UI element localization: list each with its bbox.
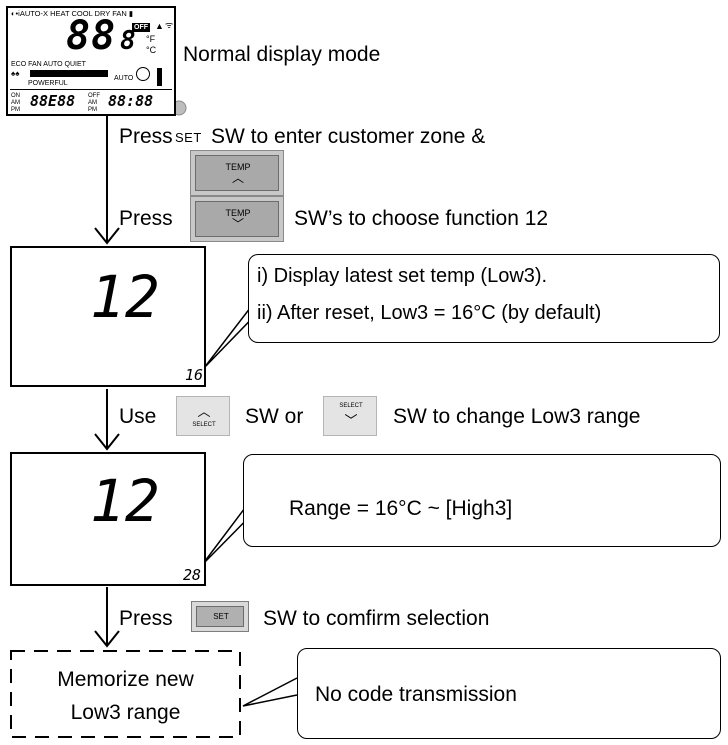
choose-function-text: SW’s to choose function 12 (294, 207, 549, 230)
memorize-line-2: Low3 range (70, 701, 181, 724)
select-down-button[interactable]: SELECT ﹀ (323, 396, 377, 436)
sw-or-label: SW or (245, 405, 304, 428)
note-box-1 (248, 254, 720, 343)
set-button-label: SET (213, 612, 229, 621)
press-label-3: Press (119, 607, 173, 630)
lcd-on-label: ON (11, 93, 20, 99)
lcd-pm-label: PM (11, 107, 20, 113)
current-value-1: 16 (185, 366, 204, 384)
lcd-mode-row: ◐•iAUTO-X HEAT COOL DRY FAN ▮ (11, 10, 133, 18)
note-box-2 (243, 454, 721, 547)
select-up-label: SELECT (192, 422, 216, 428)
lcd-timer-1: 88E88 (30, 92, 76, 110)
function-display-2: 12 28 (10, 452, 206, 586)
lcd-modes: iAUTO-X HEAT COOL DRY FAN (18, 9, 127, 18)
temp-down-button-face (195, 201, 279, 237)
memorize-line-1: Memorize new (57, 668, 194, 691)
normal-display-caption: Normal display mode (183, 43, 381, 66)
flow-arrow-2-head (94, 433, 120, 451)
lcd-signal-icon: ᯤ (165, 20, 174, 30)
change-range-text: SW to change Low3 range (393, 405, 641, 428)
temp-up-button[interactable]: TEMP ︿ (190, 150, 284, 196)
no-code-transmission-note: No code transmission (315, 683, 517, 706)
function-display-1: 12 16 (10, 246, 206, 387)
current-value-2: 28 (183, 566, 202, 584)
lcd-fan-bar (30, 70, 108, 77)
lcd-am-label: AM (11, 100, 20, 106)
function-code-1: 12 (90, 263, 160, 331)
set-button[interactable]: SET (191, 601, 249, 632)
chevron-down-icon: ﹀ (231, 217, 244, 231)
lcd-mode-icon: ◐• (11, 9, 19, 18)
set-inline-label: SET (175, 130, 202, 145)
press-label-2: Press (119, 207, 173, 230)
lcd-person-icon: ▲ (155, 21, 164, 31)
lcd-auto-label: AUTO (114, 75, 134, 82)
temp-down-label: TEMP (225, 208, 251, 218)
lcd-temp-decimal: 8 (120, 26, 136, 56)
set-button-face (196, 606, 244, 627)
select-up-chevron-icon: ︿ (197, 404, 211, 419)
note-1-line-2: ii) After reset, Low3 = 16°C (by default… (257, 302, 602, 324)
lcd-bar-icon: ▮ (126, 9, 134, 18)
lcd-timer-2: 88:88 (108, 92, 154, 110)
confirm-selection-text: SW to comfirm selection (263, 607, 490, 630)
select-down-chevron-icon: ﹀ (344, 413, 358, 428)
lcd-off-timer-label: OFF (88, 93, 100, 99)
flow-arrow-3-head (94, 630, 120, 648)
use-label: Use (119, 405, 157, 428)
memorize-box-border (10, 650, 241, 738)
lcd-level-bar (157, 68, 162, 86)
function-code-2: 12 (90, 467, 160, 535)
select-up-button[interactable]: ︿ SELECT (176, 396, 230, 436)
lcd-temp-digits: 88 (66, 13, 117, 59)
lcd-off-badge: OFF (132, 23, 150, 32)
flow-arrow-1-head (94, 227, 120, 245)
chevron-up-icon: ︿ (231, 171, 244, 185)
lcd-swing-icon (136, 67, 150, 81)
lcd-unit-c: °C (146, 45, 157, 55)
range-note: Range = 16°C ~ [High3] (289, 497, 513, 520)
select-down-label: SELECT (339, 403, 363, 409)
note-box-3 (297, 648, 721, 739)
lcd-unit-f: °F (146, 34, 156, 44)
temp-up-label: TEMP (225, 162, 251, 172)
callout-pointer-3 (242, 677, 298, 707)
remote-lcd: ◐•iAUTO-X HEAT COOL DRY FAN ▮ 88 8 OFF ▲… (6, 6, 176, 116)
temp-up-button-face (195, 155, 279, 191)
lcd-leaf-icon: ♠♠ (11, 69, 20, 78)
press-label-1: Press (119, 125, 173, 148)
lcd-fan-row: ECO FAN AUTO QUIET (11, 61, 86, 68)
lcd-am-label-2: AM (88, 100, 97, 106)
lcd-pm-label-2: PM (88, 107, 97, 113)
lcd-divider (10, 89, 172, 90)
note-1-line-1: i) Display latest set temp (Low3). (257, 265, 548, 287)
lcd-powerful-label: POWERFUL (28, 80, 68, 87)
temp-down-button[interactable]: TEMP ﹀ (190, 196, 284, 242)
enter-customer-zone-text: SW to enter customer zone & (211, 125, 486, 148)
